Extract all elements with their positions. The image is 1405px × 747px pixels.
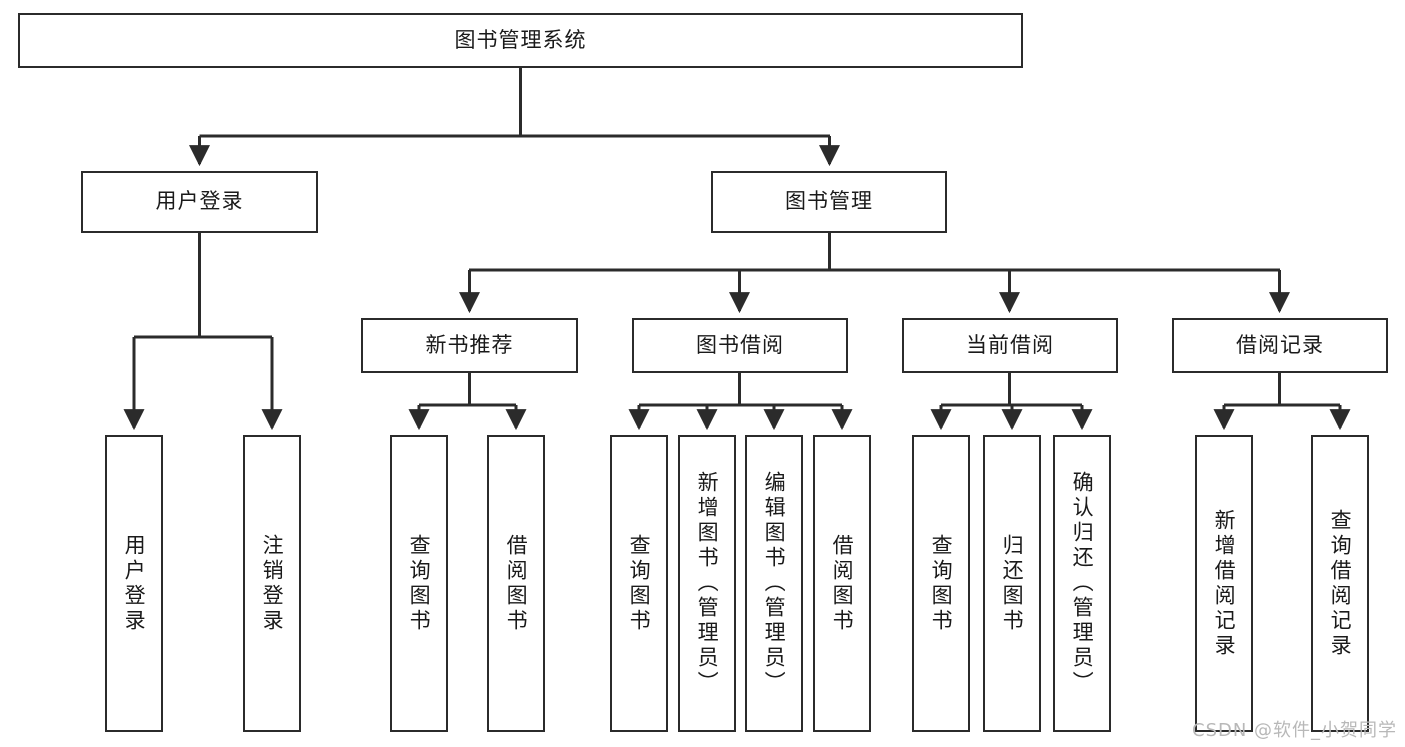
node-new-book-recommend[interactable]: 新书推荐 <box>361 318 578 373</box>
node-leaf-add-borrow-record[interactable]: 新增借阅记录 <box>1195 435 1253 732</box>
node-current-borrow-label: 当前借阅 <box>966 332 1054 357</box>
node-leaf-borrow-book-rec[interactable]: 借阅图书 <box>487 435 545 732</box>
node-borrow-record-label: 借阅记录 <box>1236 332 1324 357</box>
node-leaf-query-book-cur-label: 查询图书 <box>929 533 954 634</box>
node-leaf-borrow-book-rec-label: 借阅图书 <box>504 533 529 634</box>
node-leaf-confirm-return-admin[interactable]: 确认归还（管理员） <box>1053 435 1111 732</box>
node-root[interactable]: 图书管理系统 <box>18 13 1023 68</box>
node-user-login[interactable]: 用户登录 <box>81 171 318 233</box>
node-leaf-query-book-rec[interactable]: 查询图书 <box>390 435 448 732</box>
node-leaf-query-book-borrow-label: 查询图书 <box>627 533 652 634</box>
node-leaf-query-borrow-record-label: 查询借阅记录 <box>1328 508 1353 659</box>
node-book-manage-label: 图书管理 <box>785 189 873 214</box>
node-leaf-add-borrow-record-label: 新增借阅记录 <box>1212 508 1237 659</box>
node-leaf-user-login-label: 用户登录 <box>122 533 147 634</box>
node-book-borrow[interactable]: 图书借阅 <box>632 318 848 373</box>
node-leaf-return-book[interactable]: 归还图书 <box>983 435 1041 732</box>
node-new-book-recommend-label: 新书推荐 <box>425 332 514 357</box>
watermark: CSDN @软件_小贺同学 <box>1192 720 1398 741</box>
node-root-label: 图书管理系统 <box>454 27 587 52</box>
node-leaf-logout[interactable]: 注销登录 <box>243 435 301 732</box>
node-leaf-query-book-cur[interactable]: 查询图书 <box>912 435 970 732</box>
node-user-login-label: 用户登录 <box>155 189 244 214</box>
node-leaf-add-book-admin-label: 新增图书（管理员） <box>695 471 720 696</box>
node-leaf-edit-book-admin[interactable]: 编辑图书（管理员） <box>745 435 803 732</box>
node-leaf-query-book-rec-label: 查询图书 <box>407 533 432 634</box>
node-book-borrow-label: 图书借阅 <box>696 332 784 357</box>
node-leaf-return-book-label: 归还图书 <box>1000 533 1025 634</box>
node-leaf-edit-book-admin-label: 编辑图书（管理员） <box>762 471 787 696</box>
node-leaf-borrow-book[interactable]: 借阅图书 <box>813 435 871 732</box>
node-borrow-record[interactable]: 借阅记录 <box>1172 318 1388 373</box>
node-book-manage[interactable]: 图书管理 <box>711 171 947 233</box>
node-leaf-borrow-book-label: 借阅图书 <box>830 533 855 634</box>
node-leaf-query-borrow-record[interactable]: 查询借阅记录 <box>1311 435 1369 732</box>
node-leaf-add-book-admin[interactable]: 新增图书（管理员） <box>678 435 736 732</box>
node-leaf-confirm-return-admin-label: 确认归还（管理员） <box>1070 471 1095 696</box>
node-leaf-query-book-borrow[interactable]: 查询图书 <box>610 435 668 732</box>
node-leaf-user-login[interactable]: 用户登录 <box>105 435 163 732</box>
node-current-borrow[interactable]: 当前借阅 <box>902 318 1118 373</box>
node-leaf-logout-label: 注销登录 <box>260 533 285 634</box>
